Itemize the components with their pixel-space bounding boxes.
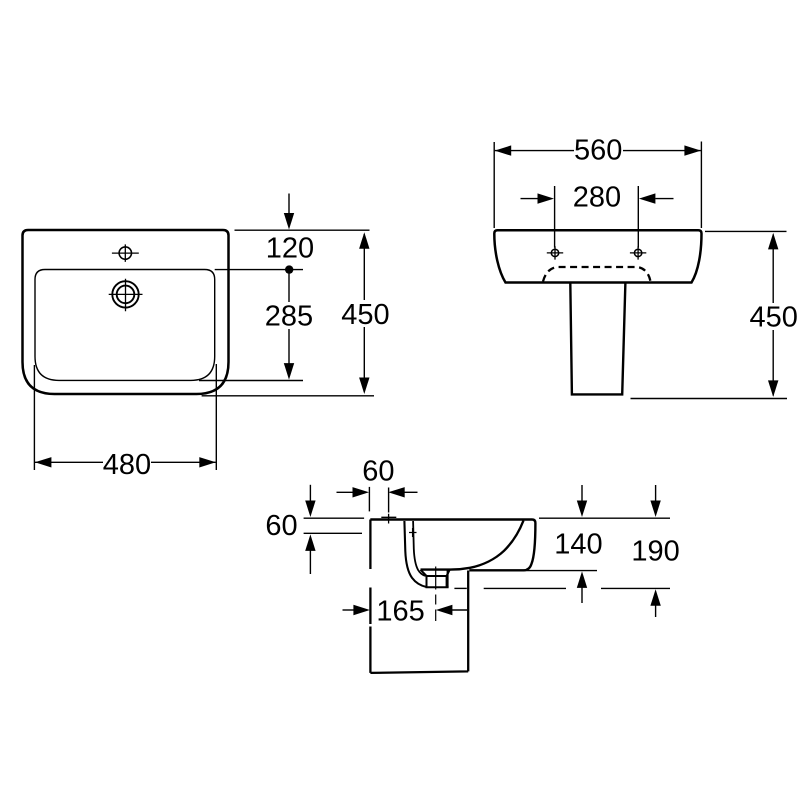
svg-text:140: 140 [554,528,602,560]
svg-text:285: 285 [265,301,313,333]
svg-text:480: 480 [103,449,151,481]
svg-text:120: 120 [266,233,314,265]
svg-text:560: 560 [574,135,622,167]
svg-text:190: 190 [631,535,679,567]
svg-text:280: 280 [573,181,621,213]
svg-text:450: 450 [750,302,798,334]
svg-text:450: 450 [341,299,389,331]
svg-text:165: 165 [376,595,424,627]
svg-text:60: 60 [362,456,394,488]
svg-text:60: 60 [265,510,297,542]
